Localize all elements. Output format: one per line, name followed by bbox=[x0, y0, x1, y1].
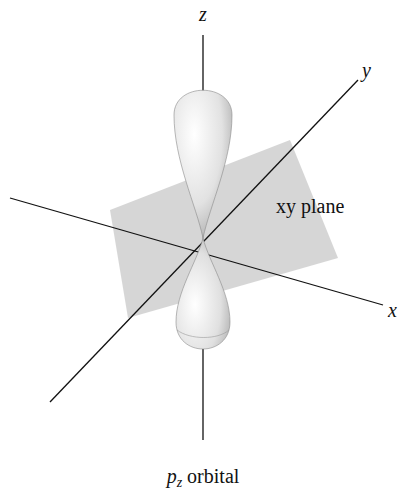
y-axis bbox=[50, 80, 358, 402]
lobe-rim bbox=[177, 330, 229, 338]
orbital-label: p bbox=[167, 466, 177, 486]
axis-label: y bbox=[362, 60, 371, 80]
upper-lobe bbox=[174, 90, 232, 238]
orbital-subscript: z bbox=[177, 476, 182, 490]
orbital-label: orbital bbox=[187, 466, 239, 486]
axis-label: z bbox=[199, 4, 207, 24]
lower-lobe bbox=[176, 238, 230, 349]
plane-label: xy plane bbox=[276, 196, 344, 216]
axis-label: x bbox=[388, 300, 397, 320]
